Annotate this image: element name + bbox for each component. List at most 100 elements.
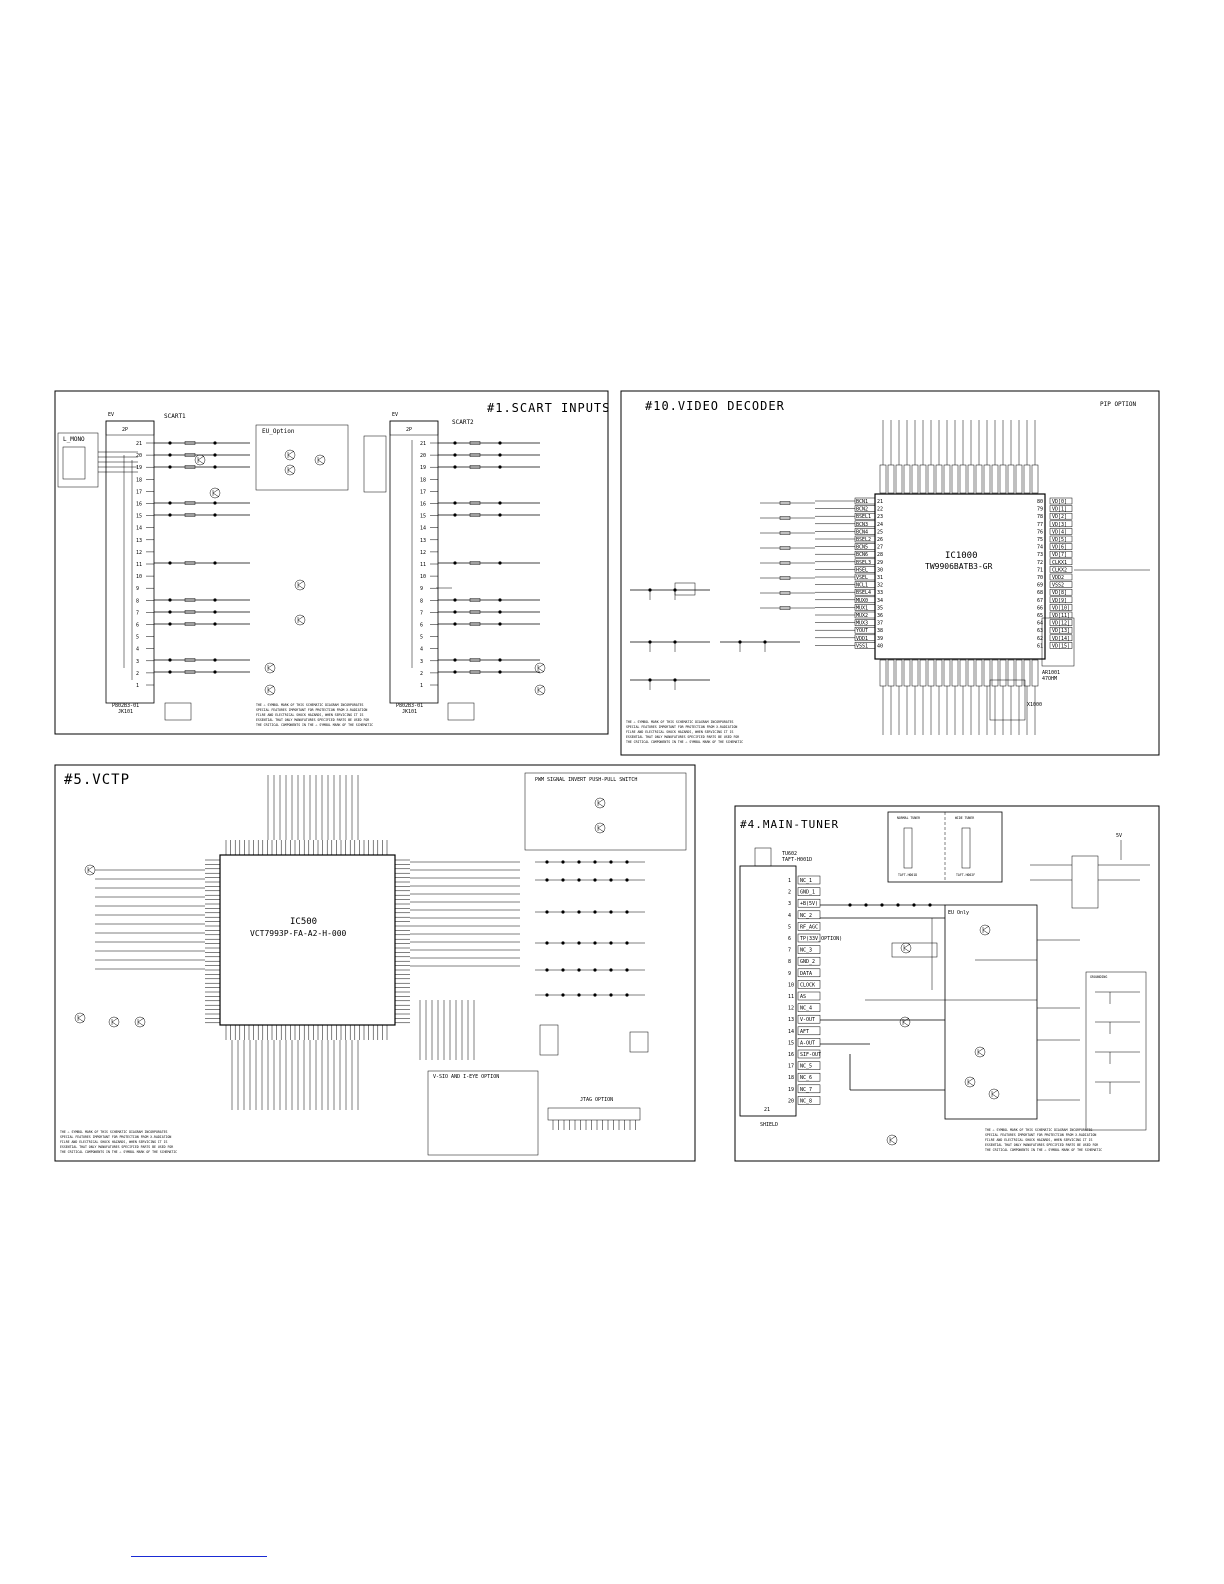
resistor-symbol xyxy=(184,622,196,626)
junction-dot xyxy=(848,903,852,907)
wire xyxy=(597,802,605,808)
scart-pin-number: 5 xyxy=(136,635,139,641)
decoder-right-pin-number: 77 xyxy=(1037,522,1043,528)
junction-dot xyxy=(577,941,581,945)
resistor-symbol xyxy=(184,670,196,674)
pin-tag xyxy=(797,956,821,966)
wire xyxy=(77,1013,85,1019)
decoder-notice-line: SPECIAL FEATURES IMPORTANT FOR PROTECTIO… xyxy=(626,725,737,729)
junction-dot xyxy=(498,598,502,602)
pin-tag xyxy=(1049,566,1073,573)
resistor-symbol xyxy=(779,591,791,595)
scart-pin-number: 18 xyxy=(136,477,142,483)
junction-dot xyxy=(577,910,581,914)
wire xyxy=(87,865,95,871)
transistor-symbol xyxy=(534,684,546,696)
resistor-symbol xyxy=(184,441,196,445)
junction-dot xyxy=(912,903,916,907)
resistor-symbol xyxy=(779,576,791,580)
decoder-right-pin-number: 71 xyxy=(1037,567,1043,573)
junction-dot xyxy=(625,941,629,945)
junction-dot xyxy=(213,658,217,662)
shield-label: SHIELD xyxy=(760,1122,778,1128)
scart-pin-number: 5 xyxy=(420,635,423,641)
resistor-symbol xyxy=(184,453,196,457)
transistor-symbol xyxy=(314,454,326,466)
resistor-symbol xyxy=(779,606,791,610)
decoder-right-pin-number: 69 xyxy=(1037,583,1043,589)
decoder-right-pin-number: 70 xyxy=(1037,575,1043,581)
pin-tag xyxy=(1049,588,1073,596)
junction-dot xyxy=(168,622,172,626)
decoder-left-pin-label: NCL1 xyxy=(856,583,868,589)
scart-pin-number: 6 xyxy=(136,623,139,629)
wire xyxy=(137,1017,145,1023)
transistor-symbol xyxy=(134,1016,146,1028)
scart-pin-number: 14 xyxy=(420,526,426,532)
junction-dot xyxy=(453,561,457,565)
tuner-pin-number: 13 xyxy=(788,1017,794,1023)
scart1-part: P802B3-01 xyxy=(112,703,139,709)
footer-link-underline[interactable] xyxy=(131,1556,267,1557)
tuner-pin-label: AS xyxy=(800,994,806,1000)
wire xyxy=(212,488,220,494)
wire xyxy=(267,689,275,695)
wire xyxy=(889,1139,897,1145)
transistor-symbol xyxy=(264,662,276,674)
junction-dot xyxy=(453,610,457,614)
junction-dot xyxy=(609,860,613,864)
junction-dot xyxy=(545,968,549,972)
panel-scart-inputs: #1.SCART INPUTS L_MONO 2P EV SCART1 P802… xyxy=(54,390,610,735)
decoder-left-pin-number: 31 xyxy=(877,575,883,581)
transistor-symbol xyxy=(284,464,296,476)
decoder-right-pin-number: 72 xyxy=(1037,560,1043,566)
pin-tag xyxy=(854,626,876,634)
scart-pin-number: 12 xyxy=(420,550,426,556)
decoder-left-pin-label: BSEL3 xyxy=(856,560,871,566)
pin-tag xyxy=(797,922,821,931)
pin-tag xyxy=(1049,642,1073,649)
decoder-notice-line: ESSENTIAL THAT ONLY MANUFATURES SPECIFIE… xyxy=(626,735,739,739)
pin-tag xyxy=(797,1072,821,1082)
pin-tag xyxy=(1049,596,1073,604)
scart-pin-number: 16 xyxy=(136,502,142,508)
decoder-right-pin-label: VD[10] xyxy=(1052,605,1070,611)
tuner-pin-label: NC_3 xyxy=(800,948,812,954)
decoder-left-pin-number: 34 xyxy=(877,598,883,604)
decoder-left-pin-number: 32 xyxy=(877,583,883,589)
decoder-right-pin-label: VD[11] xyxy=(1052,613,1070,619)
grounding-label: GROUNDING xyxy=(1090,975,1107,979)
decoder-left-pin-number: 38 xyxy=(877,628,883,634)
tuner-pin-label: NC_2 xyxy=(800,913,812,919)
pip-option-label: PIP OPTION xyxy=(1100,401,1137,408)
tuner-pin-label: NC_6 xyxy=(800,1075,812,1081)
scart1-pin-header-ref: EV xyxy=(108,412,114,418)
vctp-notice-line: THE ⚠ SYMBOL MARK OF THIS SCHEMATIC DIAG… xyxy=(60,1130,168,1134)
pin-tag xyxy=(1049,535,1073,543)
ic1000-part: TW9906BATB3-GR xyxy=(925,562,993,571)
pin-tag xyxy=(1049,550,1073,558)
pin-tag xyxy=(797,933,821,943)
scart-title: #1.SCART INPUTS xyxy=(487,401,610,415)
scart-pin-number: 7 xyxy=(136,610,139,616)
panel-video-decoder: #10.VIDEO DECODER PIP OPTION IC1000 TW99… xyxy=(620,390,1160,756)
decoder-left-pin-number: 35 xyxy=(877,605,883,611)
decoder-right-pin-label: VD[13] xyxy=(1052,628,1070,634)
tuner-pin-number: 8 xyxy=(788,959,791,965)
scart-pin-number: 13 xyxy=(420,538,426,544)
decoder-title: #10.VIDEO DECODER xyxy=(645,399,785,413)
wide-tuner-part: TAFT-H002F xyxy=(956,873,975,877)
pin-tag xyxy=(1049,604,1073,611)
pin-tag xyxy=(797,875,821,885)
transistor-symbol xyxy=(974,1046,986,1058)
junction-dot xyxy=(545,941,549,945)
resistor-symbol xyxy=(469,670,481,674)
junction-dot xyxy=(213,513,217,517)
transistor-symbol xyxy=(594,822,606,834)
wire xyxy=(982,929,990,935)
junction-dot xyxy=(213,670,217,674)
decoder-left-pin-label: MUX1 xyxy=(856,605,868,611)
shield-pin: 21 xyxy=(764,1107,770,1113)
scart-pin-number: 21 xyxy=(420,441,426,447)
transistor-symbol xyxy=(900,942,912,954)
